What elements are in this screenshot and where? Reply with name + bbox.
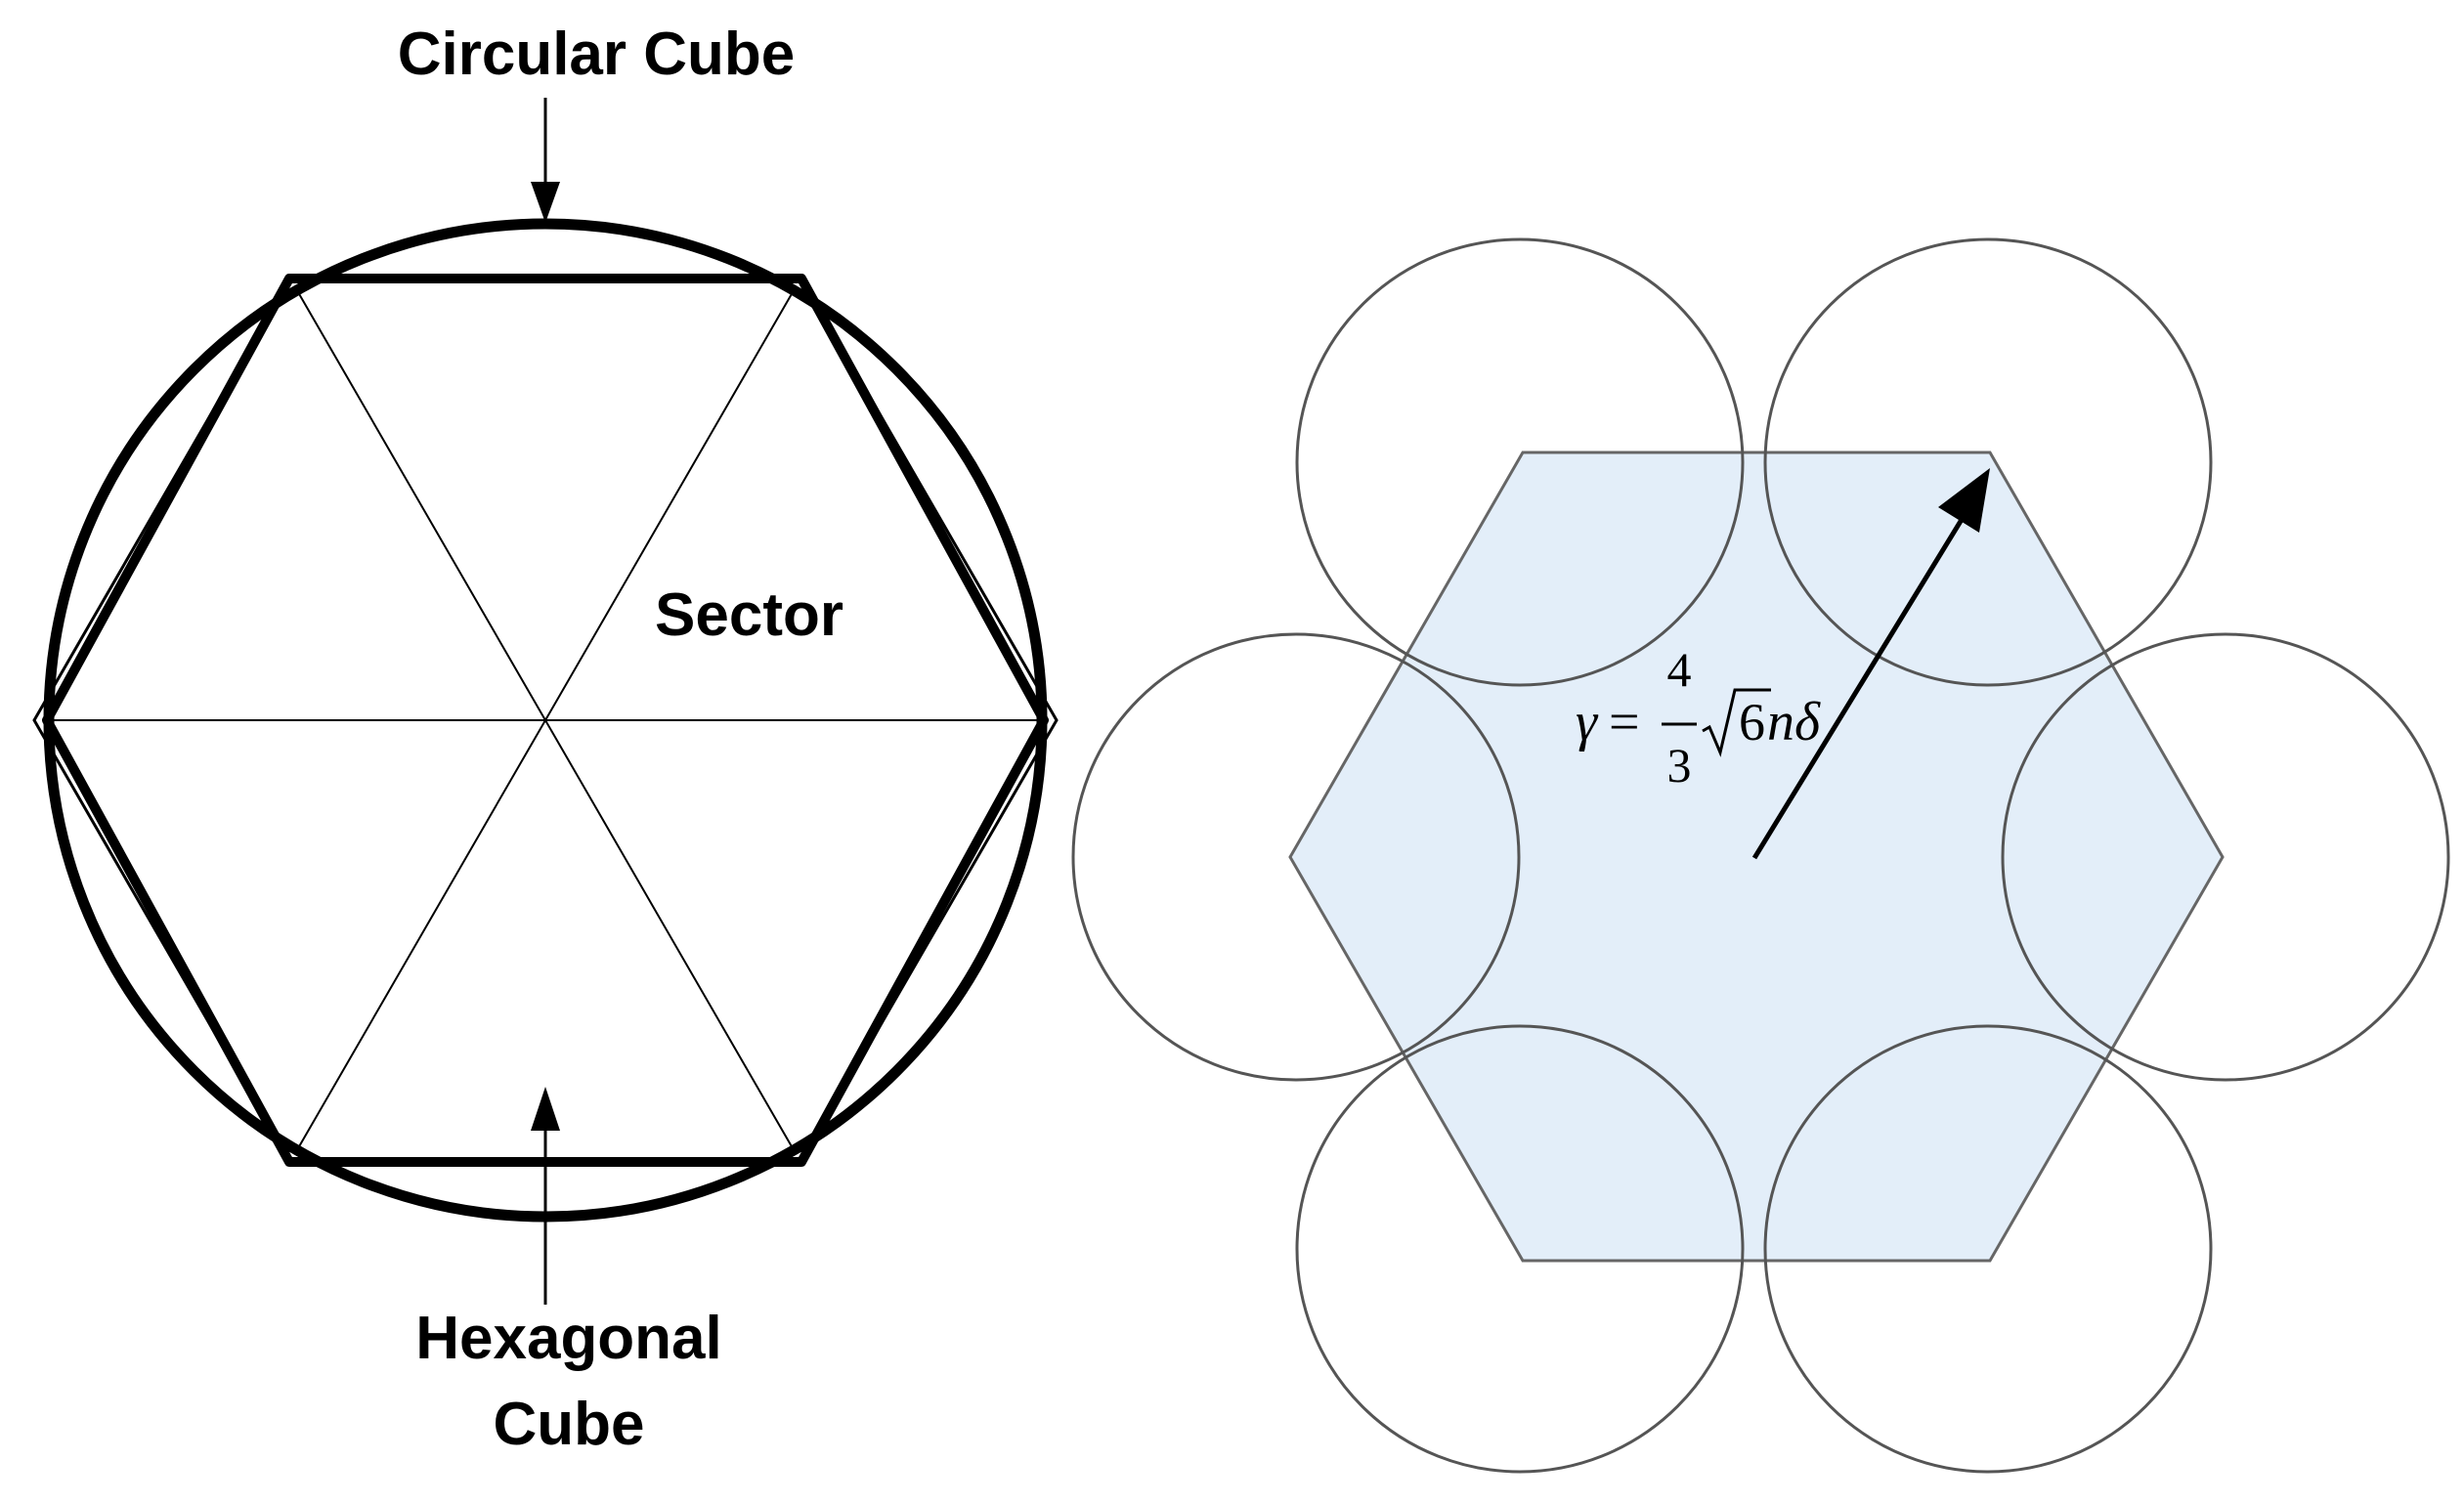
radius-formula: γ = 4 3 6 nδ: [1576, 642, 1821, 793]
formula-numerator: 4: [1667, 642, 1692, 697]
circular-cube-arrowhead: [531, 182, 560, 223]
left-diagram: Circular Cube Hexagonal Cube Sector: [32, 21, 1059, 1458]
radius-arrow-shaft: [1751, 516, 1966, 860]
circle-left: [1071, 632, 1521, 1082]
circle-top-left: [1295, 237, 1745, 687]
circle-right: [2001, 632, 2450, 1082]
formula-radical-sign: [1702, 688, 1771, 757]
circle-bottom-left: [1295, 1024, 1745, 1474]
sector-label: Sector: [655, 581, 843, 649]
radius-arrowhead: [1938, 468, 1990, 533]
sector-line-diagonal-2: [297, 291, 794, 1149]
circle-bottom-right: [1763, 1024, 2213, 1474]
formula-tail: nδ: [1767, 692, 1821, 752]
circular-cube-label: Circular Cube: [398, 21, 796, 88]
hexagon-outline-thin: [32, 277, 1059, 1164]
hexagonal-cube-arrowhead: [531, 1087, 560, 1131]
formula-radicand: 6: [1739, 693, 1765, 752]
hexagonal-cube-label-line2: Cube: [494, 1391, 645, 1458]
circle-top-right: [1763, 237, 2213, 687]
right-diagram: γ = 4 3 6 nδ: [1071, 237, 2450, 1474]
formula-denominator: 3: [1667, 738, 1692, 793]
formula-equals: =: [1609, 692, 1640, 752]
formula-gamma: γ: [1576, 692, 1599, 752]
hexagonal-cube-label-line1: Hexagonal: [415, 1305, 722, 1372]
